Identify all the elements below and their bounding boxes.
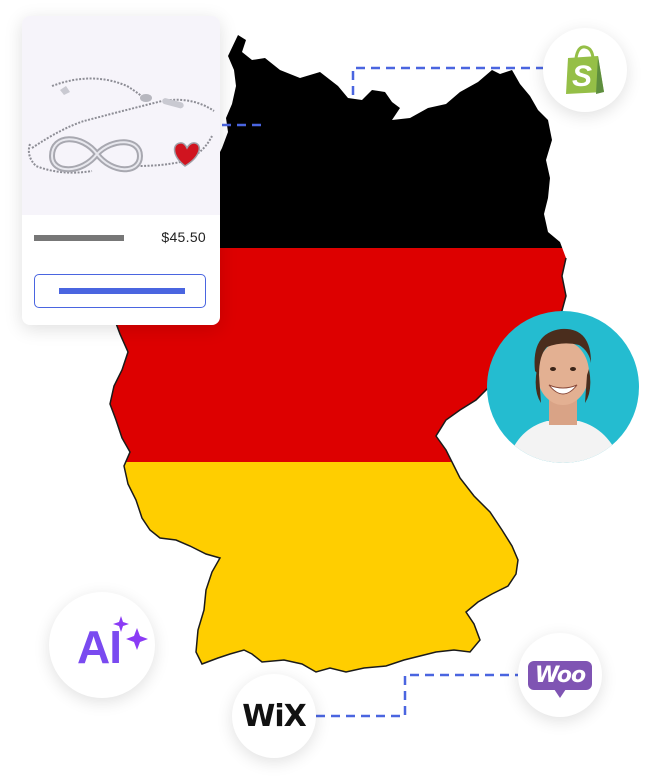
svg-text:S: S [572, 60, 592, 93]
product-price: $45.50 [161, 229, 206, 245]
wix-integration[interactable]: WiX [232, 674, 316, 758]
product-card[interactable]: $45.50 [22, 16, 220, 325]
shopify-integration[interactable]: S [543, 28, 627, 112]
sparkles-icon [113, 616, 148, 650]
product-title-placeholder [34, 235, 124, 241]
add-to-cart-button[interactable] [34, 274, 206, 308]
wix-logo: WiX [242, 698, 307, 734]
button-label-placeholder [59, 288, 185, 294]
woocommerce-integration[interactable]: Woo [518, 633, 602, 717]
woocommerce-logo: Woo [527, 660, 593, 698]
customer-avatar [487, 311, 639, 463]
product-image [22, 16, 220, 215]
shopify-bag-icon: S [566, 45, 604, 94]
ai-integration[interactable]: AI [49, 592, 155, 698]
bracelet-image [27, 77, 215, 174]
person-photo [507, 328, 621, 463]
ai-label: AI [77, 621, 122, 673]
